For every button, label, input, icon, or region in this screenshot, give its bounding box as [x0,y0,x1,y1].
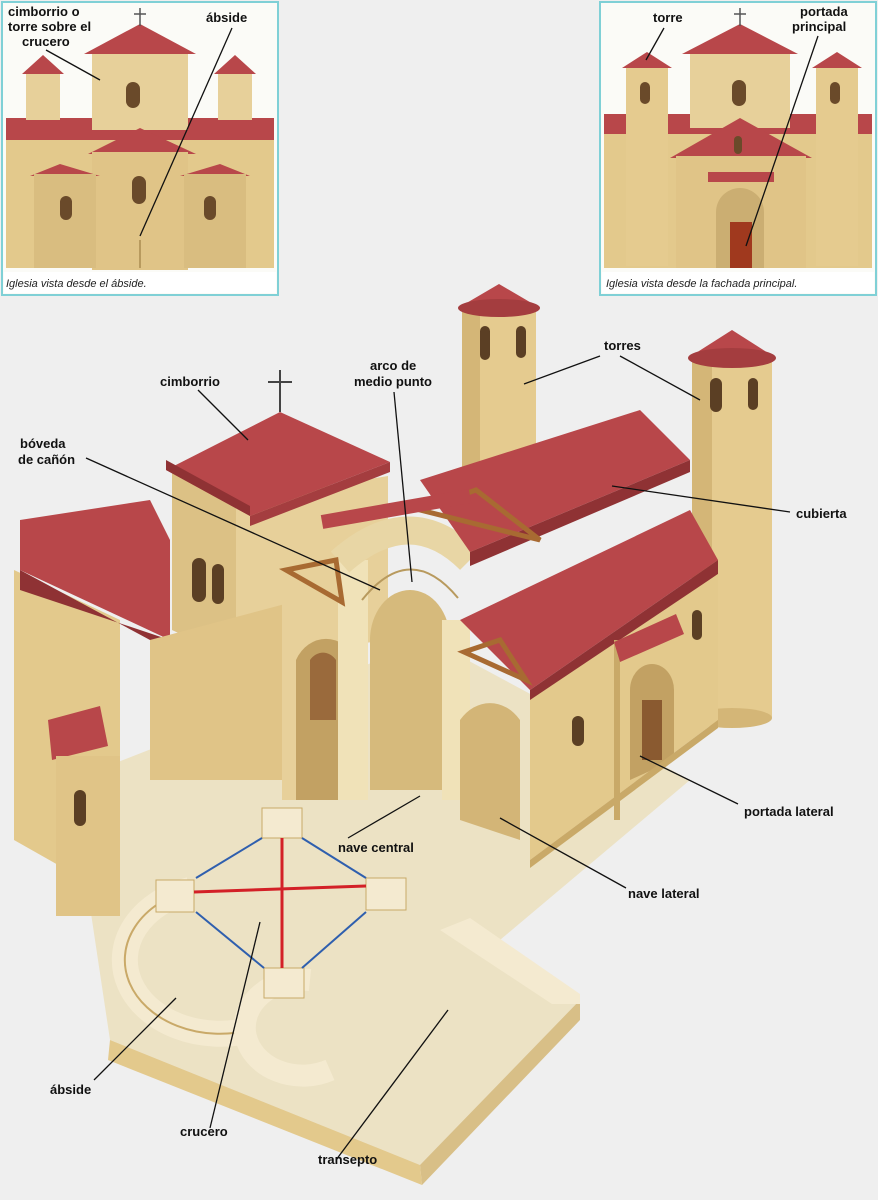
label-arco-2: medio punto [354,374,432,389]
label-abside-inset: ábside [206,10,247,25]
label-boveda-2: de cañón [18,452,75,467]
label-arco-1: arco de [370,358,416,373]
inset-right-caption: Iglesia vista desde la fachada principal… [606,278,797,290]
label-nave-lateral: nave lateral [628,886,700,901]
label-cimborrio-torre-1: cimborrio o [8,4,80,19]
inset-left-caption: Iglesia vista desde el ábside. [6,278,147,290]
label-portada-lateral: portada lateral [744,804,834,819]
label-cubierta: cubierta [796,506,847,521]
main-cutaway [14,284,776,1185]
label-cimborrio-torre-2: torre sobre el [8,19,91,34]
label-cimborrio-torre-3: crucero [22,34,70,49]
label-torres: torres [604,338,641,353]
label-portada-principal-1: portada [800,4,848,19]
inset-facade-view: Iglesia vista desde la fachada principal… [600,2,876,295]
label-abside: ábside [50,1082,91,1097]
label-boveda-1: bóveda [20,436,66,451]
label-cimborrio: cimborrio [160,374,220,389]
inset-apse-view: Iglesia vista desde el ábside. cimborrio… [2,2,278,295]
label-portada-principal-2: principal [792,19,846,34]
label-transepto: transepto [318,1152,377,1167]
label-crucero: crucero [180,1124,228,1139]
label-torre-inset: torre [653,10,683,25]
label-nave-central: nave central [338,840,414,855]
